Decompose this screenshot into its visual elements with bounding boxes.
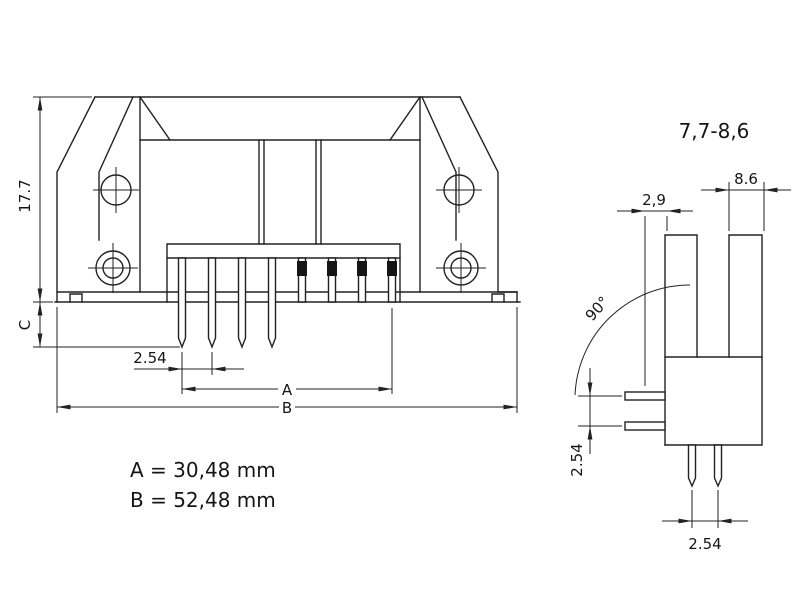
dim-c-label: C <box>16 320 34 330</box>
dim-b-label: B <box>282 399 292 417</box>
angle-arc <box>574 284 691 396</box>
dim-offset-label: 2,9 <box>642 191 666 209</box>
pin-row <box>177 257 397 349</box>
dim-pitch-side: 2.54 <box>568 368 622 477</box>
contact-marker <box>327 261 337 276</box>
dim-a: A <box>182 308 393 399</box>
mounting-hole-top-right <box>436 167 482 213</box>
pin <box>237 257 247 349</box>
mounting-hole-top-left <box>93 167 139 213</box>
legend-a: A = 30,48 mm <box>130 458 276 482</box>
dim-pitch-side-label: 2.54 <box>568 443 586 476</box>
front-view: 17.7 C 2.54 A <box>16 96 521 512</box>
dim-depth-label: 8.6 <box>734 170 758 188</box>
contact-marker <box>357 261 367 276</box>
dim-a-label: A <box>282 381 293 399</box>
connector-outline <box>54 96 521 303</box>
pin-housing <box>166 243 401 303</box>
dim-pitch-bottom-label: 2.54 <box>688 535 721 553</box>
mounting-hole-bottom-right <box>436 243 486 293</box>
legend: A = 30,48 mm B = 52,48 mm <box>130 458 276 512</box>
pin <box>624 421 666 431</box>
side-outline <box>664 234 763 446</box>
pin <box>267 257 277 349</box>
dim-b: B <box>56 307 518 417</box>
side-view: 7,7-8,6 8.6 2,9 <box>568 119 791 553</box>
pin <box>713 444 723 488</box>
dim-c: C <box>16 302 180 348</box>
pin <box>687 444 697 488</box>
pin <box>177 257 187 349</box>
dim-pitch-bottom: 2.54 <box>662 490 748 553</box>
dim-angle-label: 90° <box>582 293 613 325</box>
contact-marker <box>297 261 307 276</box>
dim-height-label: 17.7 <box>16 179 34 212</box>
dim-pitch: 2.54 <box>133 349 244 394</box>
legend-b: B = 52,48 mm <box>130 488 276 512</box>
dim-offset: 2,9 <box>617 191 693 386</box>
dim-depth: 8.6 <box>701 170 791 231</box>
depth-range-label: 7,7-8,6 <box>679 119 750 143</box>
dim-angle: 90° <box>574 284 691 396</box>
dim-pitch-label: 2.54 <box>133 349 166 367</box>
mounting-hole-bottom-left <box>88 243 138 293</box>
pin <box>207 257 217 349</box>
polarizing-key <box>258 139 322 245</box>
dim-height: 17.7 <box>16 96 92 303</box>
side-pins <box>624 391 723 488</box>
pin <box>624 391 666 401</box>
contact-marker <box>387 261 397 276</box>
